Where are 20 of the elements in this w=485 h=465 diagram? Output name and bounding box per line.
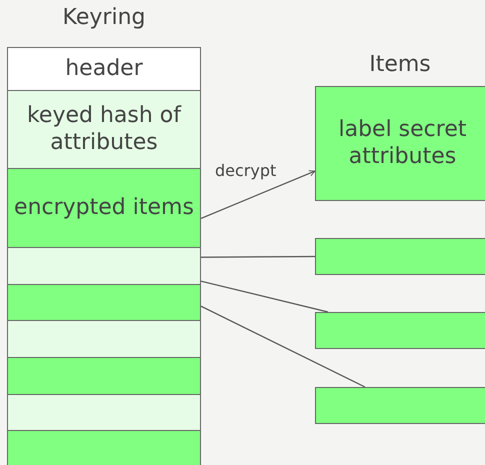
item-bar	[315, 387, 485, 424]
record-row	[7, 394, 201, 431]
record-row	[7, 284, 201, 321]
column-heading: Items	[369, 52, 431, 77]
record-row	[7, 357, 201, 395]
connector-line	[200, 280, 328, 313]
arrow	[200, 170, 316, 219]
item-bar	[315, 312, 485, 349]
record-row	[7, 430, 201, 465]
record-box: encrypted items	[7, 168, 201, 248]
connector-line	[200, 306, 366, 388]
record-row	[7, 320, 201, 358]
item-box: label secret attributes	[315, 86, 485, 201]
record-box: header	[7, 47, 201, 91]
record-row	[7, 247, 201, 285]
column-heading: Keyring	[62, 5, 146, 30]
record-box: keyed hash of attributes	[7, 90, 201, 169]
edge-label: decrypt	[215, 163, 276, 179]
connector-line	[201, 256, 315, 258]
item-bar	[315, 238, 485, 275]
